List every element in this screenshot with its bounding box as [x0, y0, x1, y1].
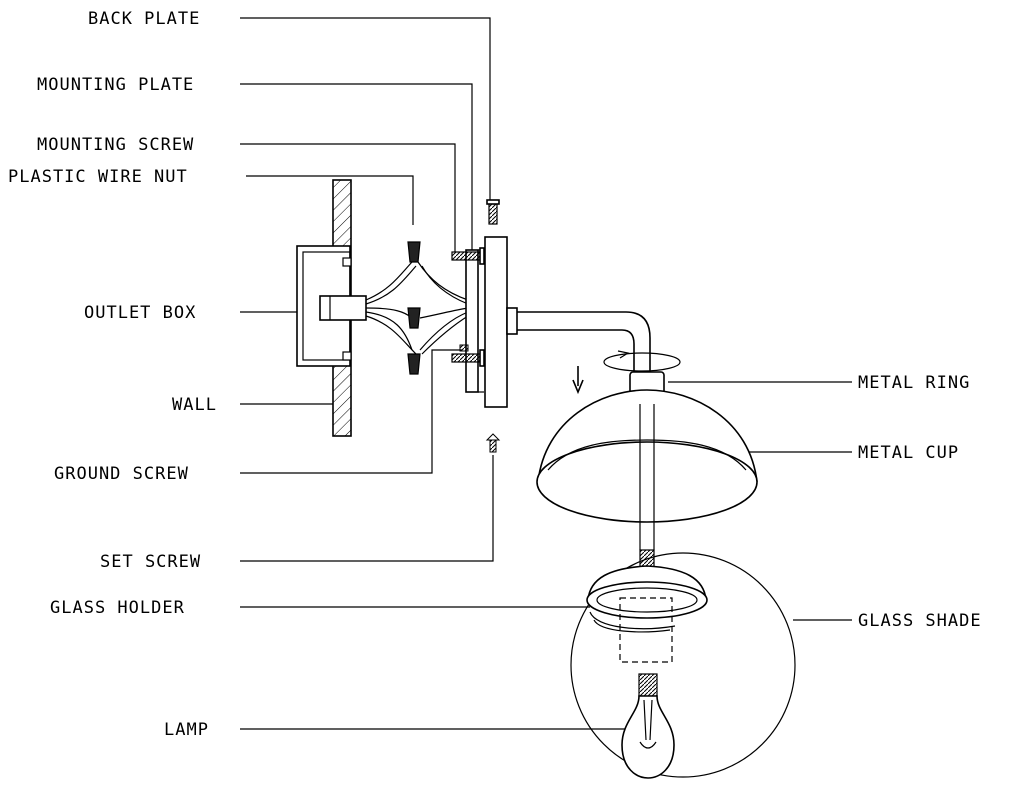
glass-shade — [570, 552, 796, 778]
label-mounting-screw: MOUNTING SCREW — [37, 135, 194, 155]
rotation-arrow — [603, 350, 681, 372]
label-ground-screw: GROUND SCREW — [54, 464, 189, 484]
leader-mounting-screw — [240, 143, 456, 252]
label-wall: WALL — [172, 395, 217, 415]
label-plastic-wire-nut: PLASTIC WIRE NUT — [8, 167, 188, 187]
glass-holder — [586, 565, 708, 633]
label-glass-shade: GLASS SHADE — [858, 611, 982, 631]
wire-nut-top — [407, 241, 421, 263]
down-arrow — [572, 366, 584, 395]
label-lamp: LAMP — [164, 720, 209, 740]
leader-back-plate — [240, 17, 491, 200]
leader-plastic-wire-nut — [246, 175, 414, 225]
leader-mounting-plate — [240, 83, 473, 250]
leader-ground-screw — [240, 349, 462, 474]
label-back-plate: BACK PLATE — [88, 9, 200, 29]
wire-nut-bottom — [407, 353, 421, 375]
label-set-screw: SET SCREW — [100, 552, 201, 572]
lamp-bulb — [621, 673, 675, 779]
back-plate-screw — [486, 199, 500, 225]
wire-nut-middle — [407, 307, 421, 329]
metal-cup — [536, 389, 758, 523]
leader-set-screw — [240, 455, 494, 562]
wires — [365, 261, 469, 355]
label-metal-cup: METAL CUP — [858, 443, 959, 463]
supply-cable — [319, 295, 367, 321]
sconce-arm — [506, 307, 651, 372]
mounting-screw-bottom — [451, 349, 485, 367]
mounting-screw-top — [451, 247, 485, 265]
ground-screw — [459, 344, 469, 352]
mounting-plate — [465, 249, 484, 393]
set-screw — [485, 433, 501, 453]
label-outlet-box: OUTLET BOX — [84, 303, 196, 323]
label-mounting-plate: MOUNTING PLATE — [37, 75, 194, 95]
back-plate — [484, 236, 508, 408]
label-metal-ring: METAL RING — [858, 373, 970, 393]
lamp-socket — [619, 597, 673, 663]
label-glass-holder: GLASS HOLDER — [50, 598, 185, 618]
